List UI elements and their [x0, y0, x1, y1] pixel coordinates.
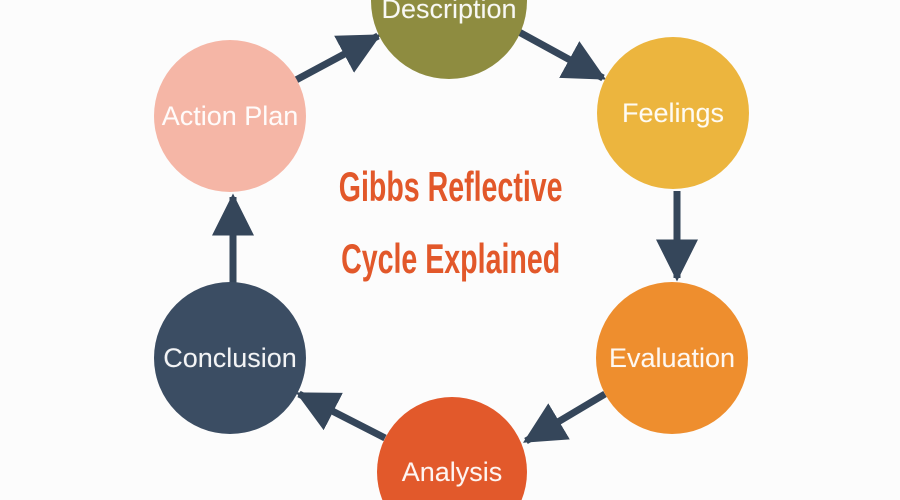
stage-label-action-plan: Action Plan	[161, 100, 299, 131]
stage-label-description: Description	[381, 0, 517, 24]
stage-circle-evaluation: Evaluation	[596, 282, 748, 434]
stage-label-analysis: Analysis	[401, 456, 503, 487]
stage-circle-conclusion: Conclusion	[154, 282, 306, 434]
stage-circle-feelings: Feelings	[597, 37, 749, 189]
stage-circle-description: Description	[371, 0, 527, 79]
stage-label-evaluation: Evaluation	[608, 342, 736, 373]
diagram-title-line-1: Gibbs Reflective	[338, 163, 563, 210]
arrow-description-to-feelings	[517, 28, 607, 82]
arrow-evaluation-to-analysis	[522, 390, 607, 445]
stage-circle-analysis: Analysis	[377, 397, 527, 500]
stage-label-feelings: Feelings	[621, 97, 725, 128]
stage-circle-action-plan: Action Plan	[154, 40, 306, 192]
arrow-analysis-to-conclusion	[295, 390, 387, 442]
diagram-title-line-2: Cycle Explained	[341, 235, 561, 282]
arrow-action-plan-to-description	[294, 32, 382, 84]
stage-label-conclusion: Conclusion	[163, 342, 297, 373]
